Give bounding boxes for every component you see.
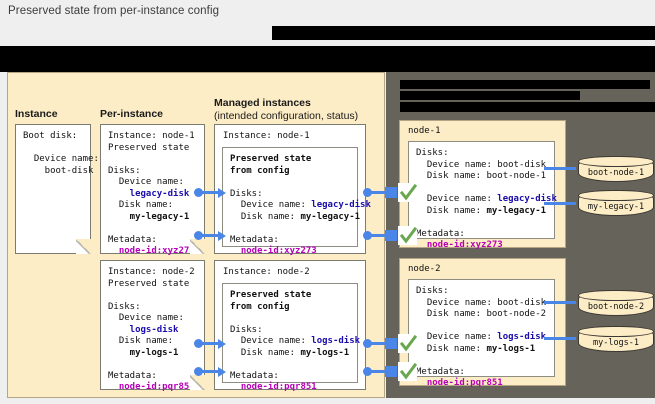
disk-label: my-legacy-1	[587, 202, 645, 212]
connector-arrow-icon	[218, 231, 226, 241]
runtime-panel-header-redaction-3	[400, 102, 655, 112]
connector-line	[201, 191, 219, 194]
node-card-node-2: node-2 Disks: Device name: boot-disk Dis…	[399, 258, 566, 388]
connector-square	[385, 230, 397, 241]
disk-label: boot-node-1	[587, 168, 645, 178]
runtime-panel-header-redaction-1	[400, 80, 650, 89]
connector-line	[370, 191, 386, 194]
per-instance-configs-heading-line1: Per-instance	[100, 108, 164, 120]
connector-dot	[363, 188, 372, 197]
green-check-icon	[398, 183, 417, 202]
connector-arrow-icon	[218, 339, 226, 349]
connector-arrow-icon	[218, 188, 226, 198]
node-title-1: node-1	[408, 126, 441, 136]
node-inner-2: Disks: Device name: boot-disk Disk name:…	[408, 279, 555, 388]
node-body-1: Disks: Device name: boot-disk Disk name:…	[416, 148, 557, 250]
node-card-node-1: node-1 Disks: Device name: boot-disk Dis…	[399, 120, 566, 250]
managed-instance-title-1: Instance: node-1	[223, 131, 310, 141]
connector-dot	[363, 367, 372, 376]
connector-line	[370, 370, 386, 373]
instance-template-body: Boot disk: Device name: boot-disk	[23, 131, 99, 176]
connector-line	[201, 342, 219, 345]
disk-connector-line	[544, 337, 576, 340]
instance-template-card: Boot disk: Device name: boot-disk	[15, 124, 99, 254]
disk-label: boot-node-2	[587, 302, 645, 312]
dogear-corner-icon	[76, 239, 91, 254]
disk-boot-node-1: boot-node-1	[578, 156, 654, 182]
node-body-2: Disks: Device name: boot-disk Disk name:…	[416, 286, 547, 388]
disk-cap-icon	[578, 156, 654, 167]
dogear-corner-icon	[190, 375, 205, 390]
disk-cap-icon	[578, 190, 654, 201]
disk-my-legacy-1: my-legacy-1	[578, 190, 654, 216]
connector-dot	[363, 339, 372, 348]
connector-square	[385, 338, 397, 349]
disk-connector-line	[544, 301, 576, 304]
disk-cap-icon	[578, 290, 654, 301]
node-title-2: node-2	[408, 264, 441, 274]
green-check-icon	[398, 226, 417, 245]
green-check-icon	[398, 362, 417, 381]
dogear-corner-icon	[190, 239, 205, 254]
connector-line	[370, 342, 386, 345]
legend-redaction-top	[272, 26, 655, 40]
connector-dot	[363, 231, 372, 240]
disk-label: my-logs-1	[592, 338, 640, 348]
legend-band	[0, 26, 655, 72]
disk-cap-icon	[578, 326, 654, 337]
connector-line	[201, 370, 219, 373]
node-inner-1: Disks: Device name: boot-disk Disk name:…	[408, 141, 557, 250]
green-check-icon	[398, 334, 417, 353]
connector-dot	[194, 339, 203, 348]
managed-instances-heading-line2: (intended configuration, status)	[214, 110, 359, 122]
connector-square	[385, 366, 397, 377]
connector-square	[385, 187, 397, 198]
connector-dot	[194, 231, 203, 240]
connector-line	[201, 234, 219, 237]
instance-template-heading-line1: Instance	[15, 108, 58, 120]
legend-redaction-bottom	[0, 46, 655, 72]
disk-my-logs-1: my-logs-1	[578, 326, 654, 352]
runtime-panel-header-redaction-2	[400, 91, 580, 100]
connector-dot	[194, 367, 203, 376]
connector-dot	[194, 188, 203, 197]
managed-instances-heading-line1: Managed instances	[214, 97, 311, 109]
connector-line	[370, 234, 386, 237]
disk-boot-node-2: boot-node-2	[578, 290, 654, 316]
connector-arrow-icon	[218, 367, 226, 377]
page-caption: Preserved state from per-instance config	[8, 5, 220, 17]
managed-instance-title-2: Instance: node-2	[223, 267, 310, 277]
disk-connector-line	[544, 202, 576, 205]
disk-connector-line	[544, 167, 576, 170]
